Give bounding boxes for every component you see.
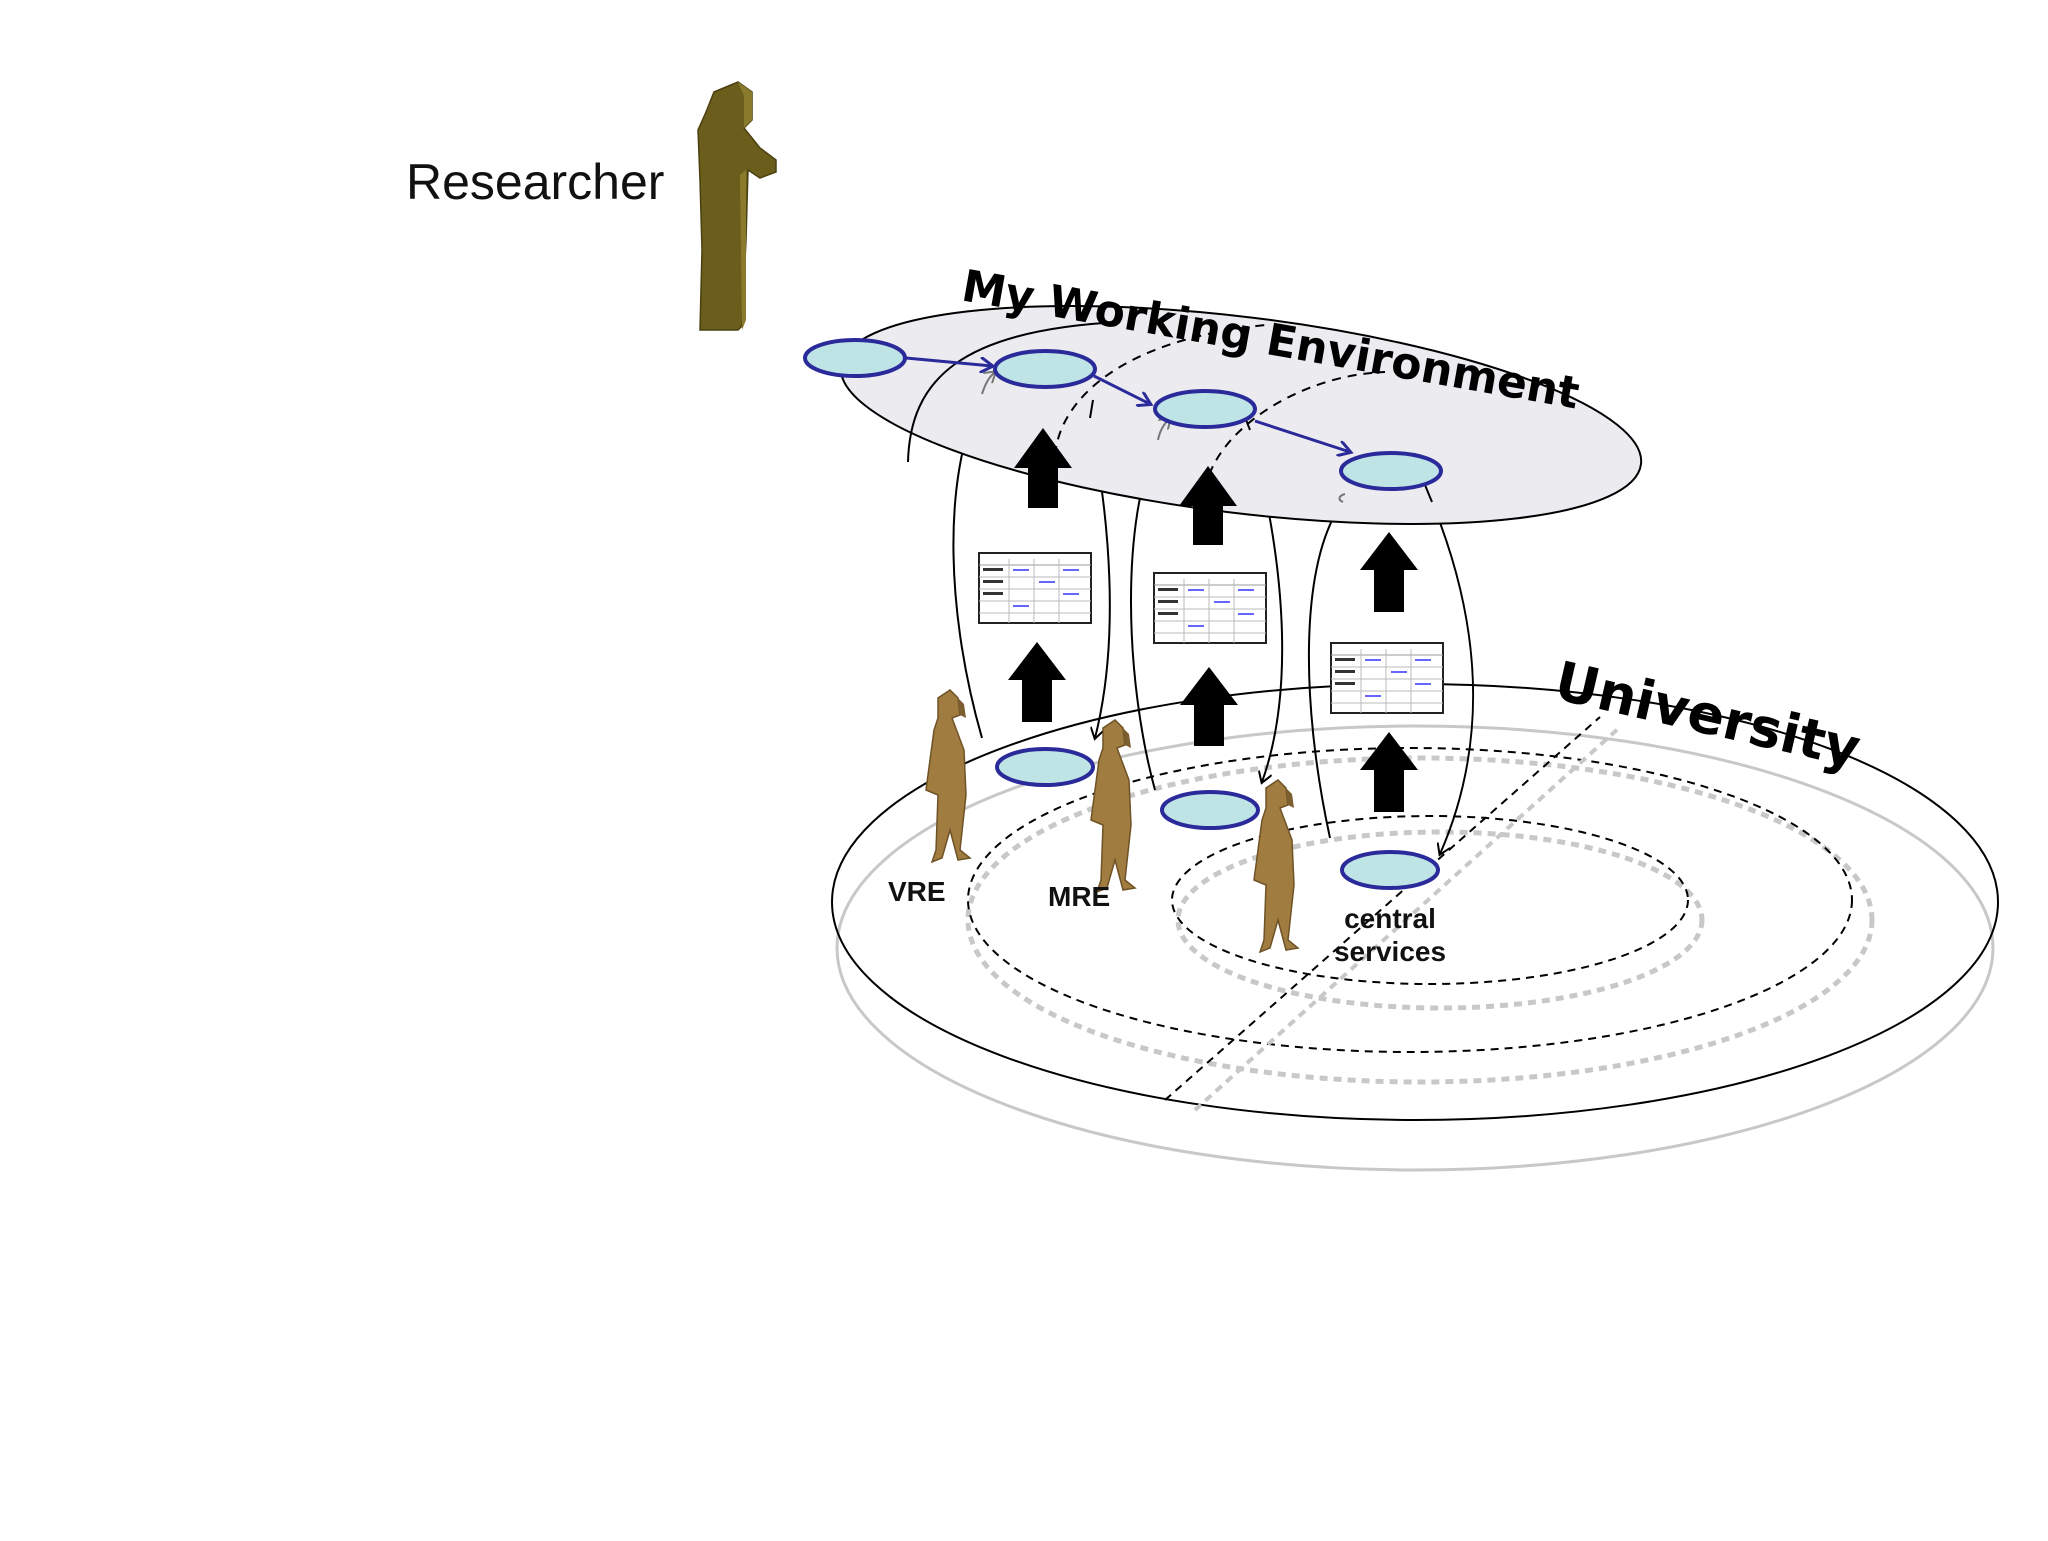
researcher-label: Researcher: [406, 154, 664, 210]
vre-label: VRE: [888, 876, 946, 907]
central-service-node: [1340, 850, 1440, 890]
mre-label: MRE: [1048, 881, 1110, 912]
central-services-label-line1: central: [1344, 903, 1436, 934]
mre-service-node: [1160, 790, 1260, 830]
process-node-3: [1153, 389, 1257, 429]
service-table-vre: [978, 552, 1092, 624]
vre-service-node: [995, 747, 1095, 787]
process-node-1: [803, 338, 907, 378]
university-label: University: [1549, 649, 1866, 780]
mre-person-figure: [1090, 719, 1136, 893]
vre-person-figure: [925, 689, 971, 863]
researcher-figure: [697, 81, 777, 331]
university-service-nodes: [995, 747, 1440, 890]
mwe-process-nodes: [803, 338, 1443, 491]
process-node-2: [993, 349, 1097, 389]
central-services-label-line2: services: [1334, 936, 1446, 967]
service-table-central: [1330, 642, 1444, 714]
central-person-figure: [1253, 779, 1299, 953]
service-table-mre: [1153, 572, 1267, 644]
process-node-4: [1339, 451, 1443, 491]
upward-arrows: [1008, 532, 1418, 812]
